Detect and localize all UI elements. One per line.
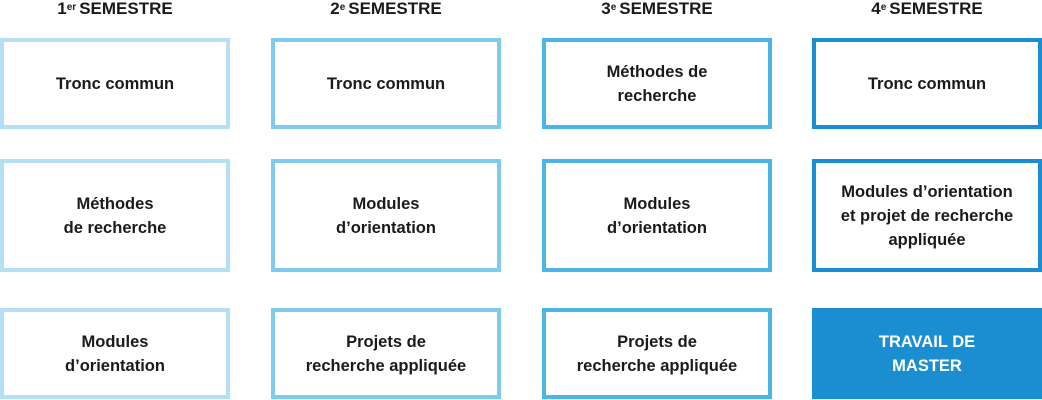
course-box-label: Projets de recherche appliquée (576, 332, 738, 375)
semester-label: SEMESTRE (348, 0, 442, 18)
course-box-modules-orientation: Modules d’orientation (271, 159, 501, 272)
course-box-tronc-commun: Tronc commun (0, 38, 230, 129)
course-box-travail-de-master: TRAVAIL DE MASTER (812, 308, 1042, 399)
course-box-label: TRAVAIL DE MASTER (878, 332, 976, 375)
semester-ordinal: 4 (871, 0, 881, 18)
course-box-methodes-de-recherche: Méthodes de recherche (0, 159, 230, 272)
course-box-label: Projets de recherche appliquée (305, 332, 467, 375)
course-box-projets-recherche-appliquee: Projets de recherche appliquée (542, 308, 772, 399)
course-box-modules-orientation: Modules d’orientation (0, 308, 230, 399)
course-box-modules-orientation-projet: Modules d’orientation et projet de reche… (812, 159, 1042, 272)
semester-ordinal-suffix: er (66, 2, 77, 13)
course-box-tronc-commun: Tronc commun (271, 38, 501, 129)
semester-ordinal-suffix: e (339, 2, 346, 13)
semester-label: SEMESTRE (889, 0, 983, 18)
course-box-label: Modules d’orientation (607, 194, 707, 237)
course-box-modules-orientation: Modules d’orientation (542, 159, 772, 272)
course-box-label: Méthodes de recherche (63, 194, 167, 237)
semester-ordinal: 1 (57, 0, 67, 18)
semester-ordinal: 2 (330, 0, 340, 18)
semester-ordinal: 3 (601, 0, 611, 18)
course-box-label: Modules d’orientation (336, 194, 436, 237)
semester-label: SEMESTRE (619, 0, 713, 18)
semester-label: SEMESTRE (79, 0, 173, 18)
course-box-label: Modules d’orientation et projet de reche… (840, 182, 1014, 249)
course-box-projets-recherche-appliquee: Projets de recherche appliquée (271, 308, 501, 399)
course-box-label: Modules d’orientation (65, 332, 165, 375)
course-box-tronc-commun: Tronc commun (812, 38, 1042, 129)
semester-ordinal-suffix: e (610, 2, 617, 13)
course-box-methodes-de-recherche: Méthodes de recherche (542, 38, 772, 129)
semester-ordinal-suffix: e (880, 2, 887, 13)
course-box-label: Tronc commun (326, 74, 446, 93)
course-box-label: Méthodes de recherche (606, 62, 708, 105)
course-box-label: Tronc commun (867, 74, 987, 93)
course-box-label: Tronc commun (55, 74, 175, 93)
